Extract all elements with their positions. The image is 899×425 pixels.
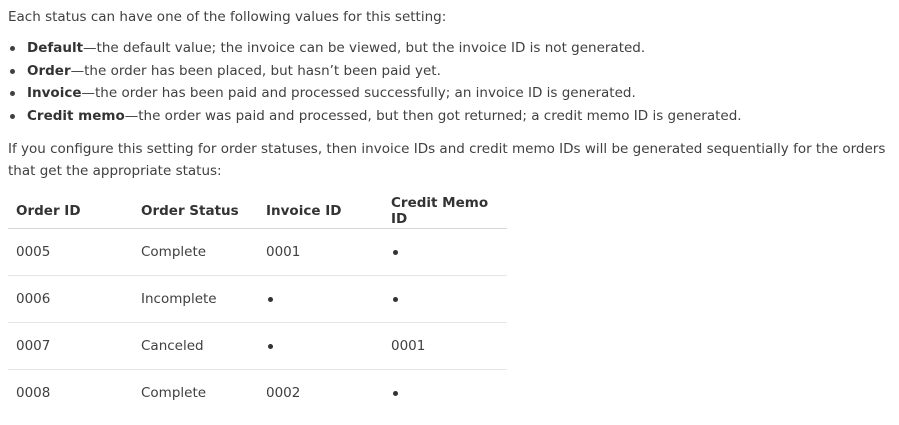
cell-order-status: Complete <box>141 385 207 401</box>
header-order-id: Order ID <box>8 194 133 229</box>
intro-text: Each status can have one of the followin… <box>8 9 447 25</box>
cell-order-id: 0007 <box>8 322 133 370</box>
cell-order-id: 0008 <box>16 385 51 401</box>
explanation-paragraph: If you configure this setting for order … <box>8 141 886 179</box>
bullet-icon <box>10 68 15 74</box>
cell-credit-memo-id <box>383 275 507 323</box>
table-header-row: Order ID Order Status Invoice ID Credit … <box>8 194 507 229</box>
list-item: Order—the order has been placed, but has… <box>8 60 742 83</box>
list-item-desc: —the default value; the invoice can be v… <box>83 40 646 56</box>
cell-credit-memo-id <box>383 370 507 417</box>
list-item: Default—the default value; the invoice c… <box>8 37 742 60</box>
list-item: Invoice—the order has been paid and proc… <box>8 82 742 105</box>
bullet-icon <box>10 46 15 51</box>
list-item-term: Credit memo <box>27 107 125 124</box>
cell-invoice-id <box>258 275 383 323</box>
status-values-list: Default—the default value; the invoice c… <box>8 37 742 127</box>
cell-invoice-id: 0002 <box>266 385 301 401</box>
order-status-table: Order ID Order Status Invoice ID Credit … <box>8 194 507 416</box>
header-invoice-id: Invoice ID <box>258 194 383 229</box>
list-item-term: Invoice <box>27 85 82 102</box>
list-item-term: Default <box>27 40 84 56</box>
table-row: 0008 Complete 0002 <box>8 370 507 417</box>
cell-order-status: Canceled <box>133 322 258 370</box>
cell-invoice-id: 0001 <box>258 228 383 276</box>
bullet-dot-icon <box>268 343 273 349</box>
cell-credit-memo-id <box>383 228 507 276</box>
cell-invoice-id <box>258 322 383 370</box>
cell-credit-memo-id: 0001 <box>383 322 507 370</box>
bullet-dot-icon <box>393 390 398 396</box>
header-credit-memo-id: Credit Memo ID <box>383 194 507 229</box>
bullet-dot-icon <box>393 296 398 302</box>
list-item-desc: —the order has been paid and processed s… <box>81 85 636 102</box>
cell-order-id: 0006 <box>8 275 133 323</box>
bullet-dot-icon <box>393 249 398 255</box>
bullet-icon <box>10 113 15 119</box>
list-item-term: Order <box>27 62 71 79</box>
cell-order-id: 0005 <box>8 228 133 276</box>
cell-order-status: Incomplete <box>133 275 258 323</box>
list-item-desc: —the order was paid and processed, but t… <box>124 107 742 124</box>
header-order-status: Order Status <box>133 194 258 229</box>
list-item: Credit memo—the order was paid and proce… <box>8 105 742 128</box>
bullet-dot-icon <box>268 296 273 302</box>
list-item-desc: —the order has been placed, but hasn’t b… <box>70 62 441 79</box>
bullet-icon <box>10 91 15 97</box>
cell-order-status: Complete <box>133 228 258 276</box>
